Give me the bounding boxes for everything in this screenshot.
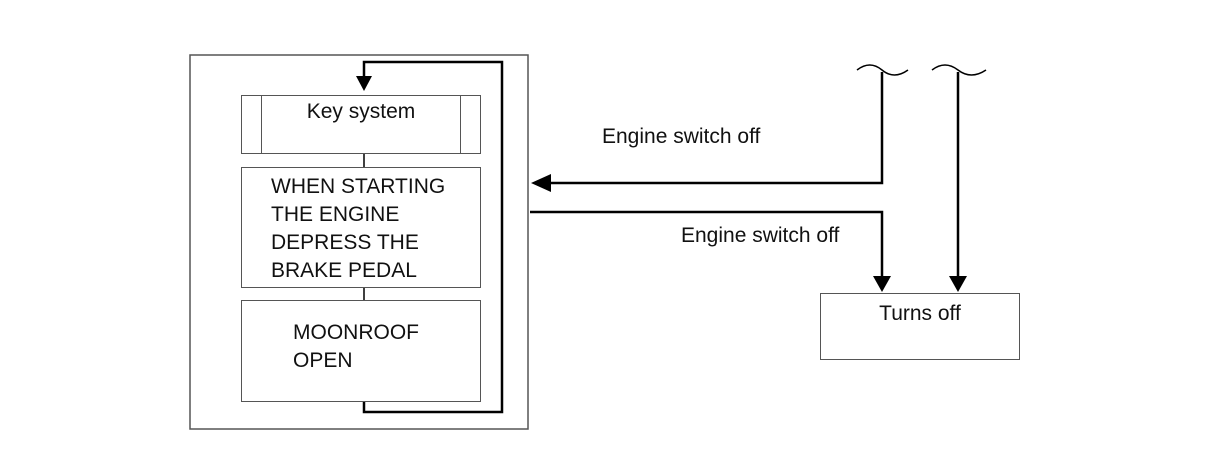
edge-input2-to-turns-off-arrowhead [949, 276, 967, 292]
key-system-node: Key system [241, 95, 481, 154]
moonroof-line-2: OPEN [293, 349, 353, 372]
moonroof-line-1: MOONROOF [293, 321, 419, 344]
input-wave-2 [931, 64, 987, 76]
edge-input-to-display-arrowhead [531, 174, 551, 192]
turns-off-node: Turns off [820, 293, 1020, 360]
brake-warning-line-2: THE ENGINE [271, 203, 400, 226]
input-wave-1 [856, 64, 909, 76]
brake-warning-node: WHEN STARTING THE ENGINE DEPRESS THE BRA… [241, 167, 481, 288]
display-cycle-arrowhead [356, 76, 372, 91]
edge-display-to-turns-off [530, 210, 884, 277]
brake-warning-line-3: DEPRESS THE [271, 231, 419, 254]
brake-warning-line-1: WHEN STARTING [271, 175, 446, 198]
moonroof-open-node: MOONROOF OPEN [241, 300, 481, 402]
edge-input-to-display [548, 72, 884, 185]
lower-edge-label: Engine switch off [681, 224, 840, 247]
moonroof-open-text: MOONROOF OPEN [293, 319, 419, 375]
display-cycle-loop [362, 60, 504, 414]
edge-display-to-turns-off-arrowhead [873, 276, 891, 292]
display-frame [189, 54, 529, 430]
key-system-left-bar [261, 96, 262, 153]
brake-warning-text: WHEN STARTING THE ENGINE DEPRESS THE BRA… [271, 173, 445, 285]
turns-off-label: Turns off [879, 302, 961, 325]
key-system-label: Key system [306, 100, 416, 123]
key-system-right-bar [460, 96, 461, 153]
upper-edge-label: Engine switch off [602, 125, 761, 148]
brake-warning-line-4: BRAKE PEDAL [271, 259, 417, 282]
